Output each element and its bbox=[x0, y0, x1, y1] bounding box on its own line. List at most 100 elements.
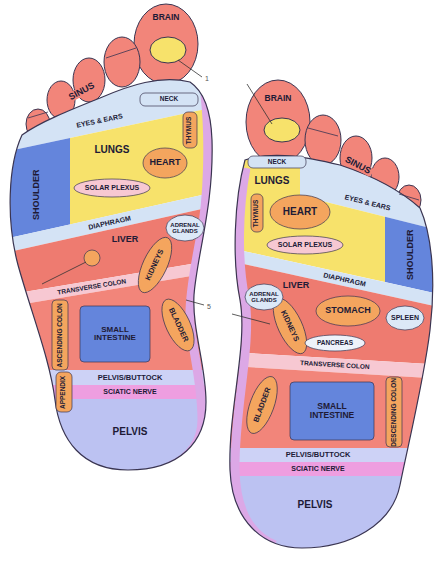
sciatic-band bbox=[0, 385, 215, 399]
stomach-zone bbox=[316, 296, 380, 326]
zone-label: SCIATIC NERVE bbox=[290, 465, 345, 472]
zone-label: BLADDER bbox=[166, 306, 189, 344]
zone-text: EYES & EARS bbox=[344, 194, 391, 213]
adrenal-zone bbox=[245, 284, 283, 310]
zone-text: KIDNEYS bbox=[144, 248, 165, 282]
zone-text: EYES & EARS bbox=[76, 113, 124, 130]
zone-label: SMALL INTESTINE bbox=[84, 326, 146, 343]
leader-line bbox=[186, 300, 204, 305]
zone-label: PELVIS/BUTTOCK bbox=[285, 451, 352, 459]
bladder-zone bbox=[155, 295, 200, 356]
foot-outline bbox=[10, 80, 212, 470]
colon-zone bbox=[52, 300, 68, 370]
zone-label: EYES & EARS bbox=[343, 194, 392, 213]
callout-number: 5 bbox=[207, 303, 211, 310]
zone-label: SOLAR PLEXUS bbox=[84, 184, 140, 191]
toe bbox=[104, 37, 140, 87]
spine-strip bbox=[235, 168, 275, 545]
zone-text: ASCENDING COLON bbox=[57, 303, 64, 367]
zone-text: BLADDER bbox=[167, 307, 190, 344]
zone-text: BRAIN bbox=[265, 94, 292, 103]
zone-text: BLADDER bbox=[252, 386, 272, 423]
zone-text: SMALL INTESTINE bbox=[85, 326, 145, 343]
neck-zone bbox=[140, 93, 198, 106]
zone-text: ADRENAL GLANDS bbox=[249, 291, 280, 304]
zone-label: PELVIS/BUTTOCK bbox=[97, 374, 164, 382]
zone-text: SINUS bbox=[68, 81, 97, 102]
neck-zone bbox=[248, 156, 306, 168]
bladder-zone bbox=[240, 373, 283, 438]
zone-text: SHOULDER bbox=[405, 230, 414, 281]
zone-label: SPLEEN bbox=[390, 314, 420, 321]
zone-label: HEART bbox=[282, 207, 318, 218]
zone-text: DIAPHRAGM bbox=[88, 215, 132, 232]
zone-text: KIDNEYS bbox=[279, 309, 300, 343]
brain-zone bbox=[150, 37, 186, 63]
zone-label: SMALL INTESTINE bbox=[300, 402, 364, 420]
zone-label: SINUS bbox=[66, 80, 98, 103]
zone-text: APPENDIX bbox=[61, 375, 68, 408]
zone-text: SPLEEN bbox=[391, 314, 419, 321]
zone-text: TRANSVERSE COLON bbox=[57, 278, 127, 296]
zone-label: PELVIS bbox=[112, 427, 149, 438]
zone-text: THYMUS bbox=[254, 199, 261, 226]
zone-text: SCIATIC NERVE bbox=[291, 465, 344, 472]
zone-text: DESCENDING COLON bbox=[391, 378, 398, 447]
zone-text: SOLAR PLEXUS bbox=[85, 184, 139, 191]
zone-label: TRANSVERSE COLON bbox=[56, 278, 128, 297]
zone-text: NECK bbox=[268, 159, 286, 166]
appendix-zone bbox=[56, 372, 72, 412]
zone-text: PELVIS/BUTTOCK bbox=[286, 451, 351, 459]
zone-label: BRAIN bbox=[152, 13, 181, 22]
zone-label: THYMUS bbox=[254, 198, 261, 227]
sinus-mark bbox=[399, 194, 419, 200]
zone-label: BLADDER bbox=[252, 385, 273, 424]
zone-text: ADRENAL GLANDS bbox=[170, 222, 201, 235]
right-organs bbox=[240, 156, 424, 447]
pelvis-zone bbox=[228, 476, 440, 562]
thymus-zone bbox=[251, 194, 263, 232]
zone-label: LUNGS bbox=[94, 145, 131, 156]
intestine-zone bbox=[80, 306, 150, 362]
zone-label: THYMUS bbox=[187, 115, 194, 144]
zone-label: APPENDIX bbox=[61, 374, 68, 409]
zone-text: BRAIN bbox=[153, 13, 180, 22]
big-toe bbox=[134, 4, 198, 84]
buttock-band bbox=[228, 448, 440, 462]
sinus-mark bbox=[28, 112, 48, 118]
leader-line bbox=[42, 262, 86, 284]
big-toe bbox=[246, 80, 310, 164]
zone-text: SINUS bbox=[344, 155, 373, 176]
right-sole-zones bbox=[228, 130, 440, 562]
lower-zone bbox=[228, 366, 440, 448]
zone-text: TRANSVERSE COLON bbox=[300, 360, 370, 371]
leader-line bbox=[247, 84, 272, 124]
callout-number: 1 bbox=[205, 75, 209, 82]
solar-plexus-zone bbox=[267, 236, 343, 254]
zone-label: STOMACH bbox=[324, 306, 371, 315]
zone-label: DESCENDING COLON bbox=[391, 377, 398, 448]
leader-line bbox=[232, 314, 270, 324]
gallbladder-zone bbox=[84, 250, 100, 266]
zone-label: EYES & EARS bbox=[75, 112, 125, 129]
zone-text: PELVIS/BUTTOCK bbox=[98, 374, 163, 382]
zone-label: SINUS bbox=[342, 154, 374, 177]
zone-label: SOLAR PLEXUS bbox=[277, 241, 333, 248]
zone-label: PELVIS bbox=[297, 500, 334, 511]
zone-text: HEART bbox=[150, 158, 181, 167]
zone-label: NECK bbox=[267, 159, 287, 166]
sinus-mark bbox=[308, 128, 338, 136]
zone-text: THYMUS bbox=[187, 116, 194, 143]
zone-label: TRANSVERSE COLON bbox=[299, 360, 371, 371]
heart-zone bbox=[143, 148, 187, 178]
left-organs bbox=[52, 93, 204, 412]
zone-label: LIVER bbox=[282, 281, 311, 290]
zone-text: HEART bbox=[283, 207, 317, 218]
adrenal-zone bbox=[166, 215, 204, 241]
zone-text: NECK bbox=[160, 96, 178, 103]
zone-label: NECK bbox=[159, 96, 179, 103]
zone-text: SCIATIC NERVE bbox=[103, 388, 156, 395]
zone-text: DIAPHRAGM bbox=[323, 272, 367, 288]
